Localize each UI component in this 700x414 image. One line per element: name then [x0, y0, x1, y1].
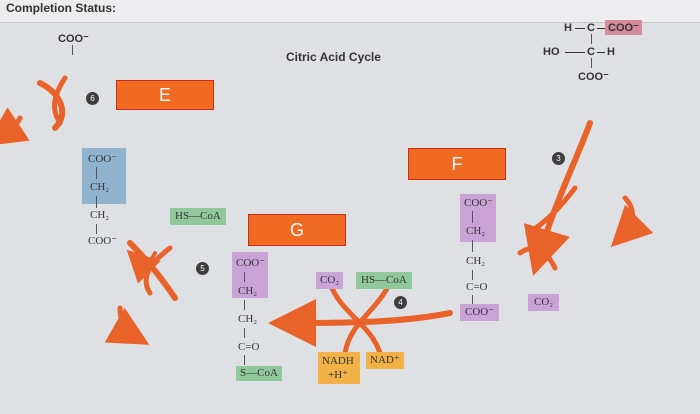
bond-line	[472, 240, 473, 252]
cm-ch2-2: CH₂	[238, 313, 258, 325]
nadh-tag	[318, 352, 360, 384]
arrow-3d	[610, 195, 654, 248]
answer-box-e[interactable]: E	[116, 80, 214, 110]
cm-scoa: S—CoA	[236, 366, 282, 381]
rm-ch2-2: CH₂	[466, 255, 486, 267]
arrow-4-curve-a	[327, 280, 383, 356]
diagram-title: Citric Acid Cycle	[286, 50, 381, 64]
tr-coo-highlight: COO⁻	[605, 20, 642, 35]
arrow-5c	[104, 305, 150, 345]
hscoa-left-tag: HS—CoA	[170, 208, 226, 225]
hscoa-center-tag: HS—CoA	[356, 272, 412, 289]
cm-coo: COO⁻	[236, 257, 266, 269]
cycle-arrows	[0, 75, 654, 356]
rm-coo2: COO⁻	[460, 304, 500, 321]
answer-box-g[interactable]: G	[248, 214, 346, 246]
bond-line	[244, 328, 245, 338]
lm-coo1: COO⁻	[88, 153, 118, 165]
divider	[0, 22, 700, 23]
arrow-3c	[517, 245, 558, 271]
lm-ch2-2: CH₂	[90, 209, 110, 221]
bond-line	[472, 295, 473, 305]
arrow-4-main	[268, 298, 453, 347]
co2-right-tag: CO₂	[528, 294, 560, 311]
bond-line	[72, 45, 73, 55]
step-3-marker: 3	[552, 152, 565, 165]
completion-status-label: Completion Status:	[6, 1, 116, 15]
bond-line	[591, 34, 592, 44]
tr-c1: C	[587, 22, 595, 34]
tr-c2: C	[587, 46, 595, 58]
lm-coo2: COO⁻	[88, 235, 118, 247]
rm-co: C=O	[466, 281, 488, 293]
bond-line	[96, 167, 97, 179]
hplus-label: +H⁺	[328, 369, 348, 381]
rm-coo1: COO⁻	[464, 197, 494, 209]
center-molecule-highlight	[232, 252, 268, 298]
arrow-4-curve-b	[342, 280, 393, 356]
arrow-hscoa	[126, 249, 161, 284]
arrow-3b	[525, 185, 578, 236]
right-molecule-highlight	[460, 194, 496, 242]
bond-line	[96, 196, 97, 208]
bond-line	[472, 211, 473, 223]
arrow-3a	[523, 120, 593, 276]
cm-ch2-1: CH₂	[238, 285, 258, 297]
bond-line	[575, 28, 585, 29]
arrow-6b	[52, 75, 68, 126]
step-5-marker: 5	[196, 262, 209, 275]
left-molecule-highlight	[82, 148, 126, 204]
bond-line	[472, 270, 473, 280]
bond-line	[591, 58, 592, 68]
bond-line	[244, 355, 245, 365]
step-4-marker: 4	[394, 296, 407, 309]
bond-line	[597, 52, 605, 53]
lm-ch2-1: CH₂	[90, 181, 110, 193]
bond-line	[96, 224, 97, 234]
co2-center-tag: CO₂	[316, 272, 344, 289]
tr-h2: H	[607, 46, 615, 58]
nad-tag: NAD⁺	[366, 352, 404, 369]
bond-line	[565, 52, 585, 53]
bond-line	[597, 28, 605, 29]
cm-co: C=O	[238, 341, 260, 353]
tr-coo: COO⁻	[578, 71, 609, 83]
arrow-6c	[0, 107, 30, 147]
bond-line	[244, 300, 245, 310]
rm-ch2-1: CH₂	[466, 225, 486, 237]
step-6-marker: 6	[86, 92, 99, 105]
bond-line	[244, 272, 245, 282]
answer-box-f[interactable]: F	[408, 148, 506, 180]
top-left-carboxylate: COO⁻	[58, 33, 89, 45]
tr-h: H	[564, 22, 572, 34]
status-bar	[0, 0, 700, 22]
nadh-label: NADH	[322, 355, 354, 367]
tr-ho: HO	[543, 46, 560, 58]
